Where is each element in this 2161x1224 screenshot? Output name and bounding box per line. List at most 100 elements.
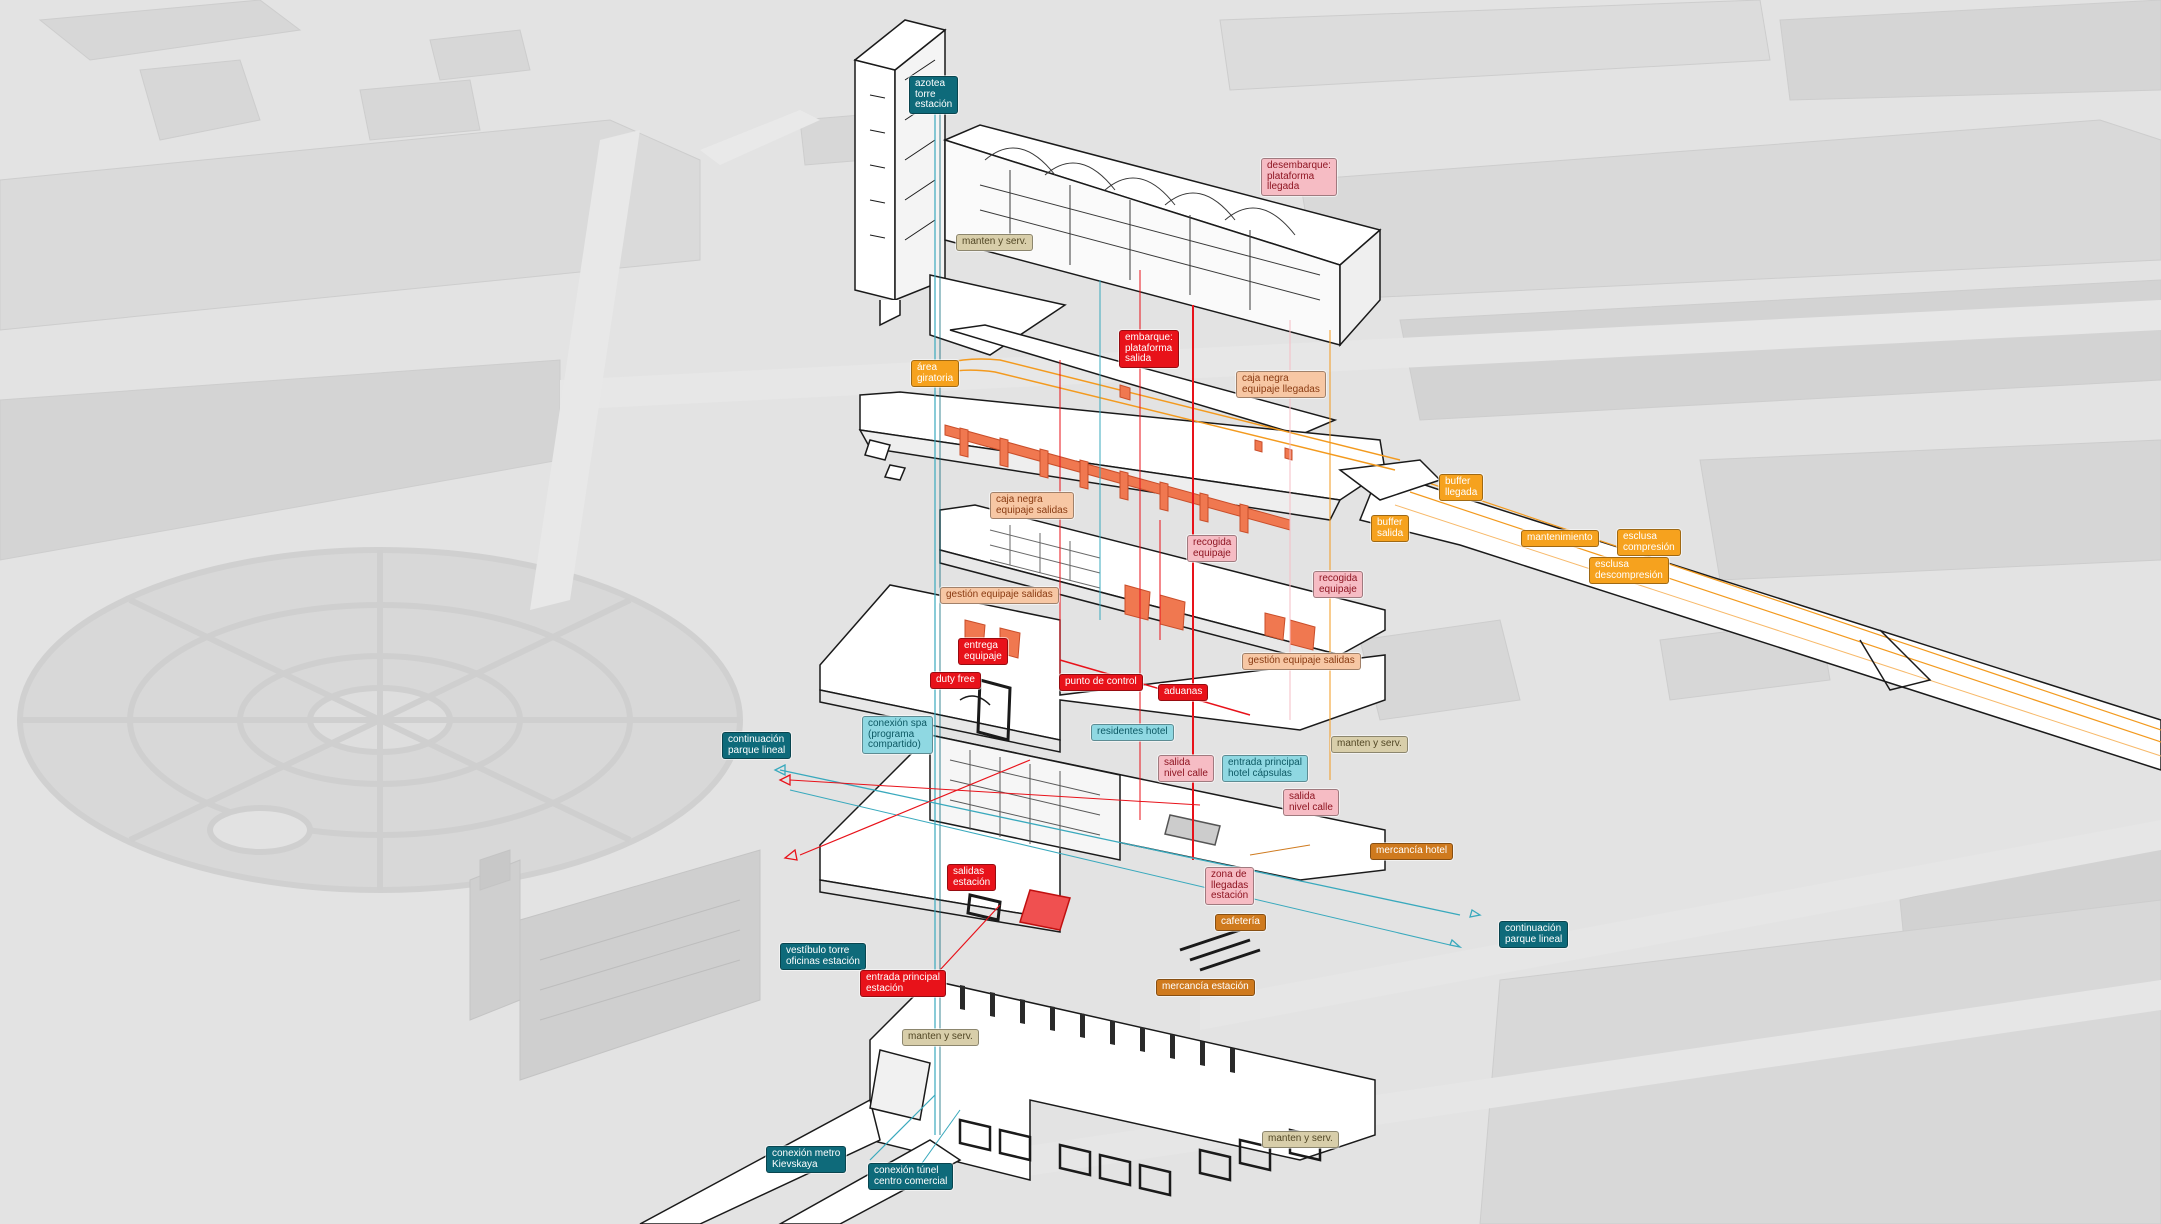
label-line: hotel cápsulas	[1228, 767, 1292, 779]
label-line: zona de	[1211, 869, 1247, 880]
label-aduanas: aduanas	[1158, 684, 1209, 701]
label-manten-serv-bottom: manten y serv.	[1262, 1131, 1339, 1148]
label-gestion-equipaje-salidas-1: gestión equipaje salidas	[940, 587, 1059, 604]
label-line: mercancía hotel	[1376, 845, 1448, 856]
label-line: residentes hotel	[1097, 726, 1168, 737]
label-line: mercancía estación	[1162, 981, 1249, 992]
label-line: llegada	[1267, 181, 1300, 192]
level-basement	[639, 979, 1376, 1224]
label-line: torre	[915, 88, 936, 100]
label-line: centro comercial	[874, 1175, 948, 1187]
label-line: equipaje	[1193, 547, 1231, 559]
label-line: equipaje	[964, 650, 1002, 662]
label-line: equipaje llegadas	[1242, 383, 1320, 395]
context-park	[17, 547, 743, 893]
label-line: caja negra	[1242, 373, 1289, 384]
label-line: esclusa	[1623, 531, 1657, 542]
label-manten-serv-low: manten y serv.	[902, 1029, 979, 1046]
label-line: azotea	[915, 78, 946, 89]
label-line: nivel calle	[1289, 801, 1333, 813]
label-line: mantenimiento	[1527, 532, 1593, 543]
label-line: conexión metro	[772, 1148, 841, 1159]
label-line: embarque:	[1125, 332, 1173, 343]
label-line: continuación	[1505, 923, 1562, 934]
label-line: giratoria	[917, 372, 954, 384]
label-line: manten y serv.	[1268, 1133, 1333, 1144]
label-line: manten y serv.	[908, 1031, 973, 1042]
label-line: salidas	[953, 866, 985, 877]
label-punto-de-control: punto de control	[1059, 674, 1143, 691]
label-line: recogida	[1319, 573, 1358, 584]
level-arrival-platform	[929, 124, 1382, 356]
label-line: compresión	[1623, 541, 1675, 553]
label-mantenimiento: mantenimiento	[1521, 530, 1599, 547]
label-line: entrada principal	[866, 972, 940, 983]
label-line: parque lineal	[728, 744, 786, 756]
label-line: estación	[1211, 890, 1249, 901]
label-line: continuación	[728, 734, 785, 745]
label-manten-serv-mid: manten y serv.	[1331, 736, 1408, 753]
label-line: estación	[953, 876, 991, 888]
label-line: duty free	[936, 674, 975, 685]
label-line: entrada principal	[1228, 757, 1302, 768]
label-line: salida	[1164, 757, 1191, 768]
label-line: oficinas estación	[786, 955, 860, 967]
label-line: entrega	[964, 640, 998, 651]
label-line: llegadas	[1211, 879, 1249, 891]
label-line: conexión túnel	[874, 1165, 939, 1176]
label-line: manten y serv.	[1337, 738, 1402, 749]
label-line: equipaje salidas	[996, 504, 1068, 516]
tower	[853, 19, 947, 327]
label-line: llegada	[1445, 486, 1478, 498]
label-line: desembarque:	[1267, 160, 1331, 171]
label-line: conexión spa	[868, 718, 927, 729]
context-historic-station	[469, 849, 761, 1081]
baggage-sorting-system	[944, 379, 1301, 534]
label-manten-serv-top: manten y serv.	[956, 234, 1033, 251]
label-line: parque lineal	[1505, 933, 1563, 945]
label-line: plataforma	[1267, 170, 1315, 182]
label-line: punto de control	[1065, 676, 1137, 687]
label-line: gestión equipaje salidas	[946, 589, 1053, 600]
direction-arrows	[773, 763, 1482, 949]
label-line: equipaje	[1319, 583, 1357, 595]
label-line: esclusa	[1595, 559, 1629, 570]
label-line: buffer	[1377, 517, 1403, 528]
label-line: descompresión	[1595, 569, 1663, 581]
label-line: aduanas	[1164, 686, 1203, 697]
label-line: salida	[1289, 791, 1316, 802]
label-line: estación	[866, 982, 904, 994]
label-line: vestíbulo torre	[786, 945, 850, 956]
label-line: salida	[1377, 527, 1404, 539]
label-line: compartido)	[868, 739, 921, 750]
label-line: nivel calle	[1164, 767, 1208, 779]
label-line: manten y serv.	[962, 236, 1027, 247]
label-line: plataforma	[1125, 342, 1173, 354]
label-mercancia-estacion: mercancía estación	[1156, 979, 1255, 996]
label-line: salida	[1125, 353, 1152, 364]
label-gestion-equipaje-salidas-2: gestión equipaje salidas	[1242, 653, 1361, 670]
